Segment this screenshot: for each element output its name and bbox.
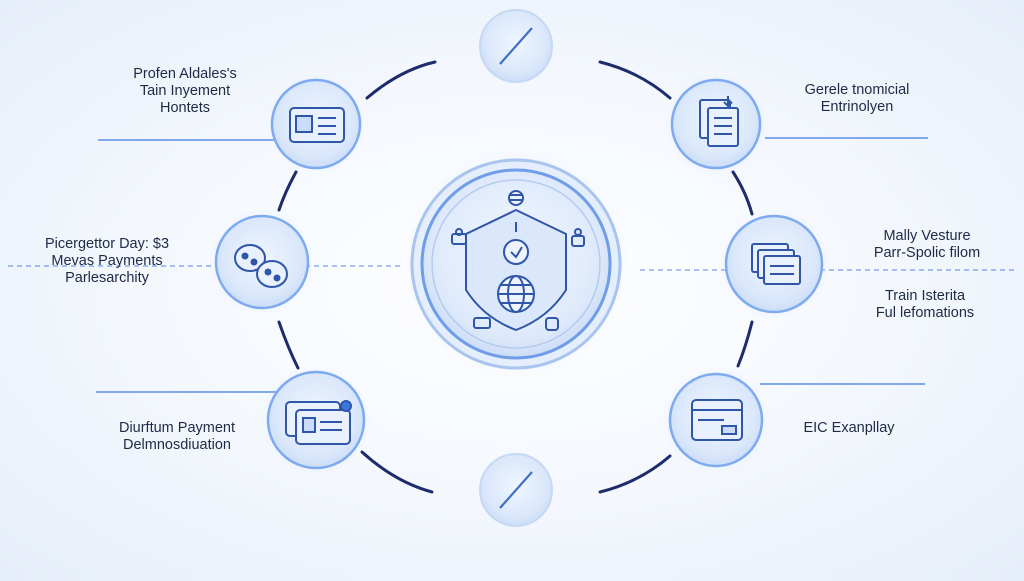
label-line: Tain Inyement	[139, 83, 231, 99]
label-line: Hontets	[160, 100, 210, 116]
label-mid-left: Picergettor Day: $3 Mevas Payments Parle…	[22, 236, 192, 287]
label-line: Parr-Spolic filom	[873, 245, 981, 261]
node-bottom-right[interactable]	[662, 366, 770, 474]
label-line: Gerele tnomicial	[804, 82, 910, 98]
node-mid-right[interactable]	[718, 208, 830, 320]
id-cards-icon	[285, 400, 352, 445]
orbit-arc-left-upper	[277, 170, 298, 212]
slash-icon	[499, 471, 533, 509]
orbit-arc-bottom-right	[598, 454, 672, 494]
credit-card-icon	[691, 399, 743, 441]
label-line: Delmnosdiuation	[122, 437, 231, 453]
orbit-arc-left-lower	[277, 320, 300, 370]
node-bottom-left[interactable]	[260, 364, 372, 476]
orbit-arc-right-upper	[731, 170, 754, 216]
label-line: Mevas Payments	[51, 253, 163, 269]
label-top-left: Profen Aldales's Tain Inyement Hontets	[100, 66, 270, 117]
label-line: Profen Aldales's	[133, 66, 237, 82]
orbit-arc-top-left	[365, 60, 437, 100]
dashboard-card-icon	[289, 107, 345, 143]
label-bottom-left: Diurftum Payment Delmnosdiuation	[92, 420, 262, 454]
label-line: Parlesarchity	[65, 270, 149, 286]
hub-node[interactable]	[398, 146, 634, 382]
shield-globe-icon	[451, 190, 585, 332]
label-line: Mally Vesture	[883, 228, 971, 244]
layered-files-icon	[751, 243, 801, 285]
document-stack-icon	[699, 96, 739, 147]
label-line: EIC Exanpllay	[803, 420, 895, 436]
orbit-arc-bottom-left	[360, 450, 434, 494]
orbit-arc-top-right	[598, 60, 672, 100]
label-line: Ful lefomations	[875, 305, 975, 321]
label-top-right: Gerele tnomicial Entrinolyen	[772, 82, 942, 116]
label-bottom-right: EIC Exanpllay	[764, 420, 934, 437]
node-bottom[interactable]	[479, 453, 553, 527]
label-mid-right-upper: Mally Vesture Parr-Spolic filom	[842, 228, 1012, 262]
node-mid-left[interactable]	[208, 208, 316, 316]
label-line: Train Isterita	[884, 288, 966, 304]
label-mid-right-lower: Train Isterita Ful lefomations	[840, 288, 1010, 322]
node-top-right[interactable]	[664, 72, 768, 176]
label-line: Entrinolyen	[820, 99, 894, 115]
label-line: Diurftum Payment	[118, 420, 236, 436]
coins-icon	[234, 244, 288, 288]
node-top-left[interactable]	[266, 74, 366, 174]
orbit-ring	[277, 60, 754, 494]
orbit-arc-right-lower	[736, 320, 754, 368]
node-top[interactable]	[479, 9, 553, 83]
label-line: Picergettor Day: $3	[44, 236, 170, 252]
slash-icon	[499, 27, 533, 65]
